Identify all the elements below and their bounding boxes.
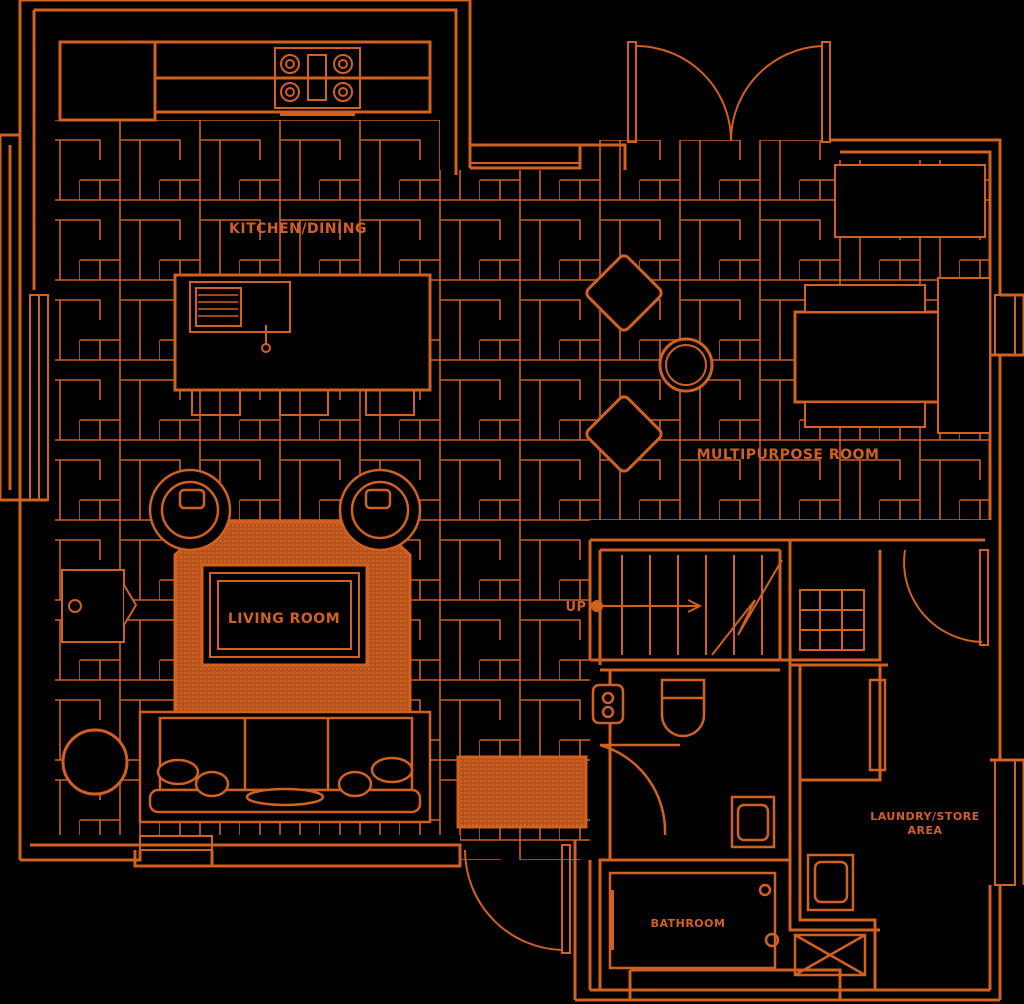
interior-walls	[588, 538, 985, 990]
label-laundry-line2: AREA	[907, 824, 942, 837]
entry-mat	[456, 755, 588, 829]
label-stairs-up: UP	[565, 600, 586, 615]
entry-door	[464, 844, 571, 954]
armchair-right	[338, 468, 422, 552]
multipurpose-furniture	[585, 164, 991, 473]
windows	[29, 144, 1016, 886]
french-doors	[627, 41, 831, 143]
laundry-door	[903, 549, 989, 646]
kitchen-counter	[58, 40, 432, 122]
laundry-fixtures	[793, 678, 887, 977]
cooktop-icon	[274, 47, 361, 116]
kitchen-island	[173, 273, 432, 416]
label-living-room: LIVING ROOM	[228, 611, 340, 627]
bathroom-fixtures	[591, 678, 780, 970]
label-kitchen-dining: KITCHEN/DINING	[229, 221, 367, 237]
round-table	[61, 728, 129, 796]
armchair-left	[148, 468, 232, 552]
side-table	[61, 569, 138, 643]
label-multipurpose-room: MULTIPURPOSE ROOM	[697, 447, 880, 463]
label-laundry-line1: LAUNDRY/STORE	[870, 810, 980, 823]
label-bathroom: BATHROOM	[651, 917, 726, 930]
stairs	[591, 555, 865, 656]
living-rug	[173, 520, 412, 717]
sofa	[138, 710, 432, 824]
